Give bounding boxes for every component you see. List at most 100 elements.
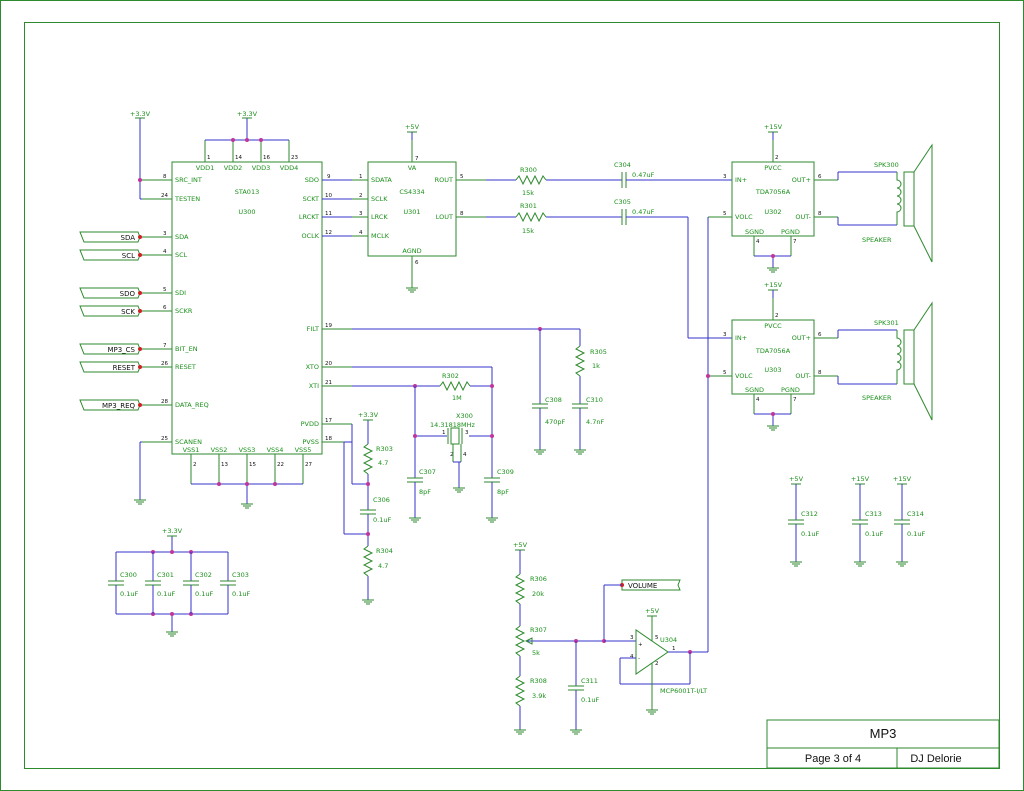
u300-pin-reset: RESET — [175, 363, 196, 371]
pwr-label-u300-vdd: +3.3V — [237, 110, 258, 118]
title-block-title: MP3 — [870, 726, 897, 741]
x300-pin-1: 1 — [442, 430, 446, 436]
u301-pin-sclk: SCLK — [371, 195, 388, 203]
u304-pin-3: 3 — [630, 635, 634, 641]
net-label-mp3-req: MP3_REQ — [102, 402, 136, 410]
u300-pin-lrckt: LRCKT — [299, 213, 319, 221]
pwr-label-u303: +15V — [764, 281, 783, 289]
r304-value: 4.7 — [378, 562, 388, 570]
u301-pinnum-5: 5 — [460, 174, 464, 180]
u300-pinnum-21: 21 — [325, 380, 332, 386]
r300-ref: R300 — [520, 166, 537, 174]
c300-ref: C300 — [120, 571, 137, 579]
pwr-label-c312: +5V — [789, 475, 804, 483]
u302-pin-pgnd: PGND — [781, 228, 800, 236]
u301-pinnum-4: 4 — [359, 230, 363, 236]
u300-pinnum-26: 26 — [161, 361, 168, 367]
c312-value: 0.1uF — [801, 530, 819, 538]
opamp-plus-sign: + — [638, 642, 643, 648]
u300-pin-sdo: SDO — [305, 176, 319, 184]
u301-part: CS4334 — [399, 188, 424, 196]
u300-pinnum-20: 20 — [325, 361, 332, 367]
pwr-label-u302: +15V — [764, 123, 783, 131]
spk300-speaker: SPK300 SPEAKER — [837, 143, 933, 263]
u302-pinnum-sgnd: 4 — [756, 239, 760, 245]
u302-pin-sgnd: SGND — [745, 228, 764, 236]
u302-ref: U302 — [764, 208, 781, 216]
u303-pin-pvcc: PVCC — [764, 322, 782, 330]
net-label-scl: SCL — [122, 252, 135, 260]
r303-value: 4.7 — [378, 459, 388, 467]
u300-part: STA013 — [235, 188, 259, 196]
r307-ref: R307 — [530, 626, 547, 634]
u303-pinnum-outp: 6 — [818, 332, 822, 338]
u301-pinnum-3: 3 — [359, 211, 363, 217]
c307-ref: C307 — [419, 468, 436, 476]
u300-pinnum-6: 6 — [163, 305, 167, 311]
c305-ref: C305 — [614, 198, 631, 206]
c314-value: 0.1uF — [907, 530, 925, 538]
u303-pinnum-vcc: 2 — [775, 313, 779, 319]
u300-pin-oclk: OCLK — [301, 232, 319, 240]
net-label-reset: RESET — [113, 364, 136, 372]
r306-value: 20k — [532, 590, 544, 598]
x300-ref: X300 — [456, 412, 473, 420]
c302-ref: C302 — [195, 571, 212, 579]
u301-pin-lrck: LRCK — [371, 213, 388, 221]
u300-pin-vdd4: VDD4 — [280, 164, 299, 172]
u300-pinnum-3: 3 — [163, 231, 167, 237]
u300-pin-filt: FILT — [307, 325, 319, 333]
u304-pin-4: 4 — [630, 654, 634, 660]
u303-pin-pgnd: PGND — [781, 386, 800, 394]
u303-pin-outp: OUT+ — [792, 334, 811, 342]
u300-pinnum-25: 25 — [161, 436, 168, 442]
u302-pinnum-volc: 5 — [723, 211, 727, 217]
c308-ref: C308 — [545, 396, 562, 404]
u301-pin-mclk: MCLK — [371, 232, 390, 240]
u300-pin-bit-en: BIT_EN — [175, 345, 198, 353]
u302-pin-outm: OUT- — [795, 213, 811, 221]
title-block-author: DJ Delorie — [910, 753, 961, 765]
net-label-sda: SDA — [121, 234, 136, 242]
u302-pinnum-outm: 8 — [818, 211, 822, 217]
u300-pin-vdd1: VDD1 — [196, 164, 215, 172]
u302-pinnum-pgnd: 7 — [793, 239, 797, 245]
u300-pin-pvdd: PVDD — [301, 420, 319, 428]
spk300-label: SPEAKER — [862, 236, 892, 244]
u300-pinnum-18: 18 — [325, 436, 332, 442]
pll-supply-network: +3.3V R303 4.7 C306 0.1uF R304 4.7 — [343, 411, 393, 605]
u301-pin-rout: ROUT — [435, 176, 453, 184]
u301-pin-sdata: SDATA — [371, 176, 392, 184]
c311-ref: C311 — [581, 677, 598, 685]
c303-value: 0.1uF — [232, 590, 250, 598]
u300-ref: U300 — [238, 208, 255, 216]
spk301-ref: SPK301 — [874, 319, 899, 327]
r306-ref: R306 — [530, 575, 547, 583]
u303-part: TDA7056A — [755, 347, 791, 355]
u301-pinnum-1: 1 — [359, 174, 363, 180]
u300-pinnum-19: 19 — [325, 323, 332, 329]
i2s-wiring — [322, 179, 352, 237]
pwr-label-c313: +15V — [851, 475, 870, 483]
u300-pin-xto: XTO — [306, 363, 319, 371]
volume-control-circuit: +5V R306 20k R307 5k R308 3.9k C311 0.1u… — [513, 541, 708, 735]
title-block: MP3 Page 3 of 4 DJ Delorie — [766, 719, 1000, 769]
u304-ref: U304 — [660, 636, 677, 644]
u300-pinnum-16: 16 — [263, 155, 270, 161]
c304-value: 0.47uF — [632, 171, 655, 179]
x300-pin-2: 2 — [450, 452, 454, 458]
u300-pinnum-23: 23 — [291, 155, 298, 161]
c304-ref: C304 — [614, 161, 631, 169]
u300-pinnum-10: 10 — [325, 193, 332, 199]
r300-value: 15k — [522, 189, 534, 197]
c305-value: 0.47uF — [632, 208, 655, 216]
u303-pinnum-outm: 8 — [818, 370, 822, 376]
c313-value: 0.1uF — [865, 530, 883, 538]
c309-value: 8pF — [497, 488, 509, 496]
volume-bus — [706, 217, 710, 652]
c308-value: 470pF — [545, 418, 566, 426]
crystal-network: R302 1M X300 14.31818MHz 1 3 2 4 C307 8p… — [352, 366, 514, 523]
u303-amp: TDA7056A U303 PVCC 2 +15V IN+ 3 VOLC 5 O… — [708, 281, 838, 431]
u302-pin-outp: OUT+ — [792, 176, 811, 184]
inner-frame — [24, 22, 1000, 769]
